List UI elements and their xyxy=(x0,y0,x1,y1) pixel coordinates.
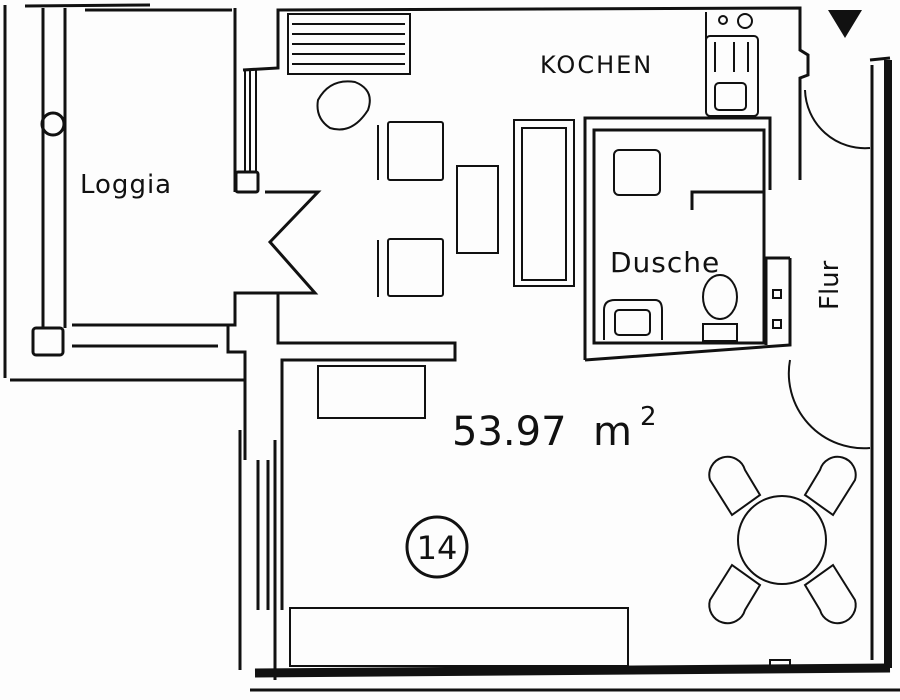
chair-icon xyxy=(803,563,857,625)
room-label-loggia: Loggia xyxy=(80,170,172,200)
shelf xyxy=(289,607,629,667)
shower-tray xyxy=(613,149,661,196)
room-label-kitchen: KOCHEN xyxy=(540,51,653,79)
stove-burner-icon xyxy=(737,13,753,29)
chair-icon xyxy=(708,455,762,517)
unit-number-badge xyxy=(405,515,469,579)
shower-room: Dusche xyxy=(583,116,792,362)
hall: Flur xyxy=(787,10,871,450)
area-unit: m xyxy=(593,409,632,455)
area-value: 53.97 xyxy=(452,409,567,455)
room-label-shower: Dusche xyxy=(610,246,720,279)
kitchen: KOCHEN xyxy=(287,12,759,131)
area-label: 53.97 m 2 xyxy=(452,402,657,455)
unit-number: 14 xyxy=(417,529,458,567)
side-table xyxy=(456,165,499,254)
desk xyxy=(317,365,426,419)
chair-icon xyxy=(708,563,762,625)
bed xyxy=(513,119,575,287)
north-arrow-icon xyxy=(828,10,862,38)
walls xyxy=(238,56,900,692)
washbasin-icon xyxy=(603,299,663,340)
chair xyxy=(387,121,444,181)
column-icon xyxy=(40,111,66,137)
cabinet xyxy=(287,13,411,75)
loggia-structure xyxy=(3,3,810,460)
stove-burner-icon xyxy=(718,15,728,25)
door-swing xyxy=(804,89,871,150)
door-swing xyxy=(787,359,871,450)
room-label-hall: Flur xyxy=(815,260,845,310)
sink-icon xyxy=(705,35,759,117)
chair xyxy=(387,238,444,297)
chair-icon xyxy=(803,455,857,517)
area-exponent: 2 xyxy=(640,402,657,432)
furniture xyxy=(289,119,857,667)
round-table xyxy=(737,495,827,585)
armchair-icon xyxy=(316,80,371,131)
toilet-icon xyxy=(702,274,738,320)
